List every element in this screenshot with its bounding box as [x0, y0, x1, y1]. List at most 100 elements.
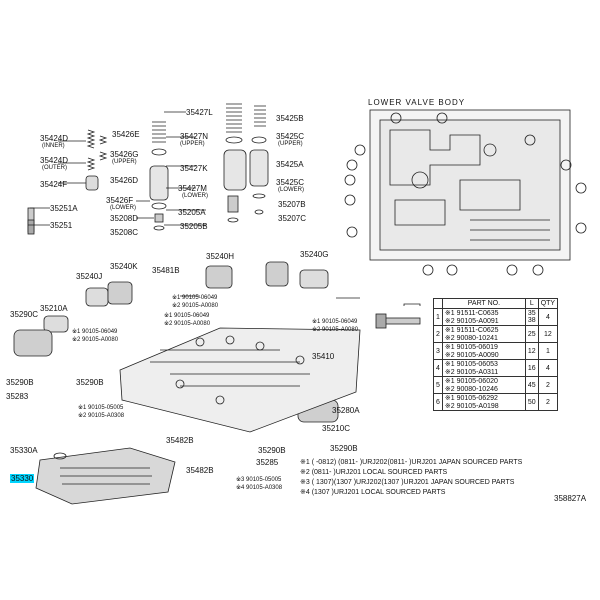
label-35482b-a: 35482B	[166, 436, 194, 445]
figure-number: 358827A	[554, 494, 587, 503]
footnote-2: ※2 (0811- )URJ201 LOCAL SOURCED PARTS	[300, 469, 448, 476]
label-35207c: 35207C	[278, 214, 307, 223]
label-35410: 35410	[312, 352, 335, 361]
bolt-callout-11: ※3 90105-05005	[236, 477, 282, 483]
label-35424f: 35424F	[40, 180, 68, 189]
bolt-callout-8: ※2 90105-A0080	[72, 337, 119, 343]
bolt-icon-table	[375, 303, 421, 329]
length: 25	[524, 325, 539, 343]
bolt-callout-5: ※1 90105-06049	[312, 319, 358, 325]
label-35426f: 35426F	[106, 196, 134, 205]
row-index: 2	[433, 325, 443, 343]
part-number: ※1 91511-C0635	[444, 310, 499, 317]
bolt-callout-2: ※2 90105-A0080	[172, 303, 219, 309]
label-35427k: 35427K	[180, 164, 208, 173]
spring-35426e	[98, 121, 169, 231]
bolt-callout-7: ※1 90105-06049	[72, 329, 118, 335]
table-header-qty: QTY	[537, 298, 559, 309]
label-35425c-upper: 35425C	[276, 132, 305, 141]
bolt-callout-6: ※2 90105-A0080	[312, 327, 359, 333]
part-number: ※1 90105-06053	[444, 361, 498, 368]
label-35330-highlighted[interactable]: 35330	[10, 474, 35, 483]
pin-35251	[27, 207, 35, 235]
label-lower-1: (LOWER)	[110, 205, 136, 211]
label-upper-2: (UPPER)	[180, 141, 205, 147]
label-35210c: 35210C	[322, 424, 351, 433]
label-35425b: 35425B	[276, 114, 304, 123]
part-number: ※1 91511-C0625	[444, 327, 499, 334]
label-35425a: 35425A	[276, 160, 304, 169]
table-header-index	[433, 298, 443, 309]
label-35240g: 35240G	[300, 250, 329, 259]
label-35330a: 35330A	[10, 446, 38, 455]
label-35207b: 35207B	[278, 200, 306, 209]
label-35426g: 35426G	[110, 150, 139, 159]
inset-title: LOWER VALVE BODY	[368, 98, 466, 107]
upper-valve-body	[119, 327, 361, 433]
label-35290c: 35290C	[10, 310, 39, 319]
footnote-3: ※3 ( 1307)(1307 )URJ202(1307 )URJ201 JAP…	[300, 479, 515, 486]
part-number: ※2 90105-A0090	[444, 352, 499, 359]
lower-valve-body-inset	[344, 109, 587, 276]
part-number: ※1 90105-06292	[444, 395, 498, 402]
bolt-callout-4: ※2 90105-A0080	[164, 321, 211, 327]
footnote-1: ※1 ( -0812) (0811- )URJ202(0811- )URJ201…	[300, 459, 523, 466]
label-35426e: 35426E	[112, 130, 140, 139]
spring-35424d	[85, 129, 99, 191]
bolt-callout-9: ※1 90105-05005	[78, 405, 124, 411]
solenoid-35240j	[13, 261, 339, 423]
row-index: 5	[433, 376, 443, 394]
label-35425c-lower: 35425C	[276, 178, 305, 187]
part-number: ※2 90080-10246	[444, 386, 498, 393]
length: 35	[527, 310, 536, 317]
bolt-callout-1: ※1 90105-06049	[172, 295, 218, 301]
bolt-callout-3: ※1 90105-06049	[164, 313, 210, 319]
table-header-length: L	[524, 298, 539, 309]
label-35290b-c: 35290B	[330, 444, 358, 453]
bolt-parts-table: PART NO. L QTY 1※1 91511-C0635※2 90105-A…	[433, 298, 559, 411]
length: 38	[527, 317, 536, 324]
label-35240j: 35240J	[76, 272, 103, 281]
label-35424d-outer: 35424D	[40, 156, 69, 165]
length: 16	[524, 359, 539, 377]
table-header-part-no: PART NO.	[441, 298, 526, 309]
length: 45	[524, 376, 539, 394]
label-35290b-right: 35290B	[76, 378, 104, 387]
part-number: ※2 90105-A0198	[444, 403, 499, 410]
label-35280a: 35280A	[332, 406, 360, 415]
length: 50	[524, 393, 539, 411]
row-index: 4	[433, 359, 443, 377]
label-35208d: 35208D	[110, 214, 139, 223]
label-35208c: 35208C	[110, 228, 139, 237]
label-35240k: 35240K	[110, 262, 138, 271]
row-index: 6	[433, 393, 443, 411]
label-35251a: 35251A	[50, 204, 78, 213]
quantity: 2	[537, 393, 559, 411]
label-inner: (INNER)	[42, 143, 65, 149]
label-35427m: 35427M	[178, 184, 207, 193]
label-35427l: 35427L	[186, 108, 213, 117]
quantity: 1	[537, 342, 559, 360]
label-35283: 35283	[6, 392, 29, 401]
part-number: ※2 90105-A0311	[444, 369, 499, 376]
footnote-4: ※4 (1307 )URJ201 LOCAL SOURCED PARTS	[300, 489, 446, 496]
label-35240h: 35240H	[206, 252, 235, 261]
row-index: 1	[433, 308, 443, 326]
bolt-callout-10: ※2 90105-A0308	[78, 413, 125, 419]
label-35290b-left: 35290B	[6, 378, 34, 387]
label-35205b: 35205B	[180, 222, 208, 231]
label-35285: 35285	[256, 458, 279, 467]
label-35290b-bottom: 35290B	[258, 446, 286, 455]
row-index: 3	[433, 342, 443, 360]
part-number: ※2 90080-10241	[444, 335, 498, 342]
length: 12	[524, 342, 539, 360]
quantity: 12	[537, 325, 559, 343]
oil-strainer-35330	[35, 447, 176, 505]
part-number: ※2 90105-A0091	[444, 318, 499, 325]
